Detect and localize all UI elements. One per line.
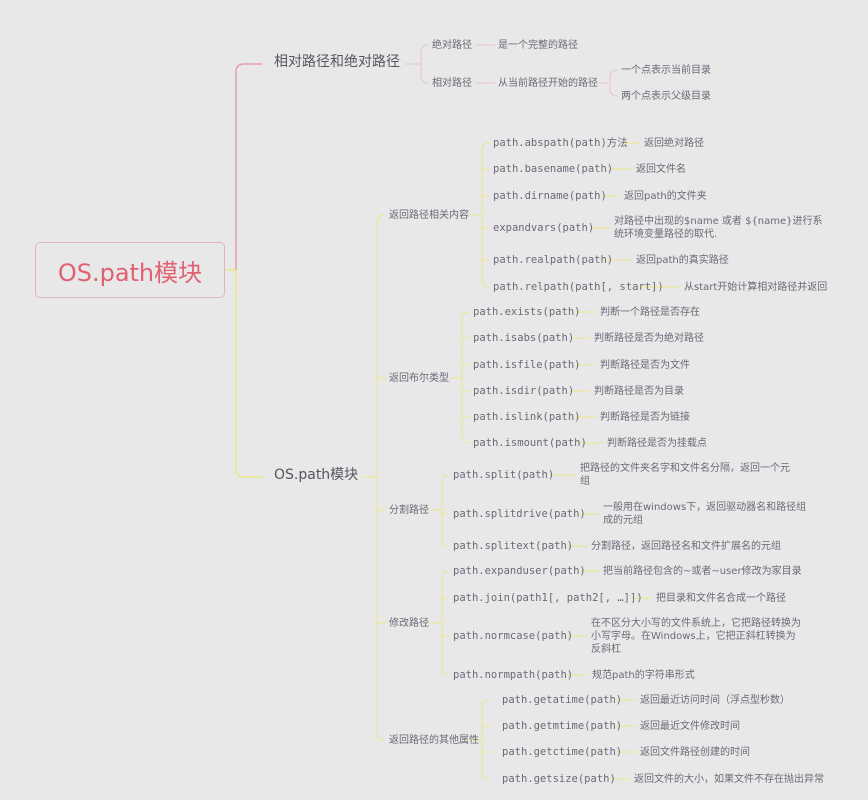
branch-os-path-module[interactable]: OS.path模块 <box>274 467 359 483</box>
desc-getmtime[interactable]: 返回最近文件修改时间 <box>640 721 740 732</box>
desc-normcase[interactable]: 在不区分大小写的文件系统上，它把路径转换为小写字母。在Windows上，它把正斜… <box>591 618 801 655</box>
desc-getsize[interactable]: 返回文件的大小，如果文件不存在抛出异常 <box>634 774 824 785</box>
fn-basename[interactable]: path.basename(path) <box>493 163 614 175</box>
root-label: OS.path模块 <box>57 258 203 287</box>
desc-normpath[interactable]: 规范path的字符串形式 <box>592 670 695 681</box>
group-modify-path[interactable]: 修改路径 <box>389 618 429 629</box>
fn-getatime[interactable]: path.getatime(path) <box>502 694 623 706</box>
fn-normpath[interactable]: path.normpath(path) <box>453 669 574 681</box>
fn-normcase[interactable]: path.normcase(path) <box>453 630 574 642</box>
desc-splitext[interactable]: 分割路径，返回路径名和文件扩展名的元组 <box>591 541 781 552</box>
desc-ismount[interactable]: 判断路径是否为挂载点 <box>607 438 707 449</box>
group-split-path[interactable]: 分割路径 <box>389 505 429 516</box>
fn-islink[interactable]: path.islink(path) <box>473 411 581 423</box>
desc-isdir[interactable]: 判断路径是否为目录 <box>594 386 684 397</box>
fn-getmtime[interactable]: path.getmtime(path) <box>502 720 623 732</box>
desc-realpath[interactable]: 返回path的真实路径 <box>636 255 729 266</box>
fn-splitdrive[interactable]: path.splitdrive(path) <box>453 508 586 520</box>
desc-split[interactable]: 把路径的文件夹名字和文件名分隔，返回一个元组 <box>580 463 790 487</box>
fn-ismount[interactable]: path.ismount(path) <box>473 437 587 449</box>
group-return-path-content[interactable]: 返回路径相关内容 <box>389 210 469 221</box>
fn-isdir[interactable]: path.isdir(path) <box>473 385 575 397</box>
fn-getsize[interactable]: path.getsize(path) <box>502 773 616 785</box>
fn-expanduser[interactable]: path.expanduser(path) <box>453 565 586 577</box>
fn-abspath[interactable]: path.abspath(path)方法 <box>493 137 628 149</box>
desc-basename[interactable]: 返回文件名 <box>636 164 686 175</box>
desc-abspath[interactable]: 返回绝对路径 <box>644 138 704 149</box>
fn-exists[interactable]: path.exists(path) <box>473 306 581 318</box>
node-relative-path-desc[interactable]: 从当前路径开始的路径 <box>498 78 598 89</box>
fn-join[interactable]: path.join(path1[, path2[, …]]) <box>453 592 643 604</box>
desc-getatime[interactable]: 返回最近访问时间（浮点型秒数） <box>640 695 790 706</box>
branch-relative-absolute-path[interactable]: 相对路径和绝对路径 <box>274 54 400 70</box>
fn-realpath[interactable]: path.realpath(path) <box>493 254 614 266</box>
desc-getctime[interactable]: 返回文件路径创建的时间 <box>640 747 750 758</box>
fn-dirname[interactable]: path.dirname(path) <box>493 190 607 202</box>
fn-relpath[interactable]: path.relpath(path[, start]) <box>493 281 664 293</box>
node-absolute-path[interactable]: 绝对路径 <box>432 40 472 51</box>
desc-splitdrive[interactable]: 一般用在windows下，返回驱动器名和路径组成的元组 <box>603 502 807 526</box>
fn-getctime[interactable]: path.getctime(path) <box>502 746 623 758</box>
fn-split[interactable]: path.split(path) <box>453 469 555 481</box>
node-double-dot[interactable]: 两个点表示父级目录 <box>621 91 711 102</box>
node-absolute-path-desc[interactable]: 是一个完整的路径 <box>498 40 578 51</box>
fn-isfile[interactable]: path.isfile(path) <box>473 359 581 371</box>
fn-splitext[interactable]: path.splitext(path) <box>453 540 574 552</box>
desc-exists[interactable]: 判断一个路径是否存在 <box>600 307 700 318</box>
desc-isabs[interactable]: 判断路径是否为绝对路径 <box>594 333 704 344</box>
fn-expandvars[interactable]: expandvars(path) <box>493 222 595 234</box>
group-return-boolean[interactable]: 返回布尔类型 <box>389 373 449 384</box>
node-relative-path[interactable]: 相对路径 <box>432 78 472 89</box>
node-single-dot[interactable]: 一个点表示当前目录 <box>621 65 711 76</box>
desc-isfile[interactable]: 判断路径是否为文件 <box>600 360 690 371</box>
desc-relpath[interactable]: 从start开始计算相对路径并返回 <box>684 282 828 293</box>
fn-isabs[interactable]: path.isabs(path) <box>473 332 575 344</box>
root-node[interactable]: OS.path模块 <box>35 242 225 298</box>
desc-dirname[interactable]: 返回path的文件夹 <box>624 191 707 202</box>
desc-islink[interactable]: 判断路径是否为链接 <box>600 412 690 423</box>
desc-join[interactable]: 把目录和文件名合成一个路径 <box>656 593 786 604</box>
desc-expandvars[interactable]: 对路径中出现的$name 或者 ${name}进行系统环境变量路径的取代. <box>614 216 823 240</box>
group-other-attributes[interactable]: 返回路径的其他属性 <box>389 735 479 746</box>
desc-expanduser[interactable]: 把当前路径包含的~或者~user修改为家目录 <box>603 566 802 577</box>
